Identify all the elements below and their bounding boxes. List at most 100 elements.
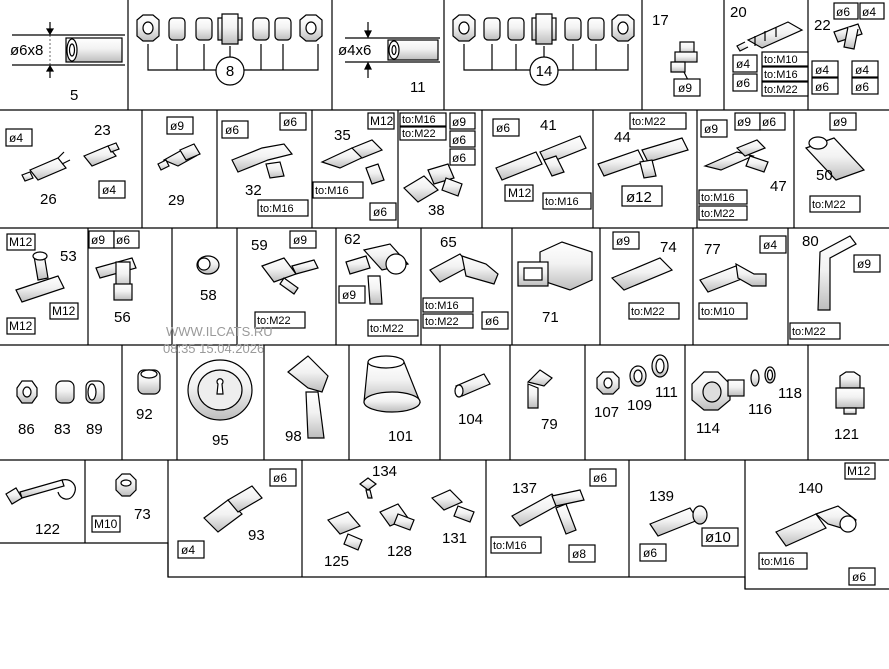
part-38-tag-3: ø6 (452, 133, 466, 147)
part-101-number: 101 (388, 428, 413, 445)
part-62-tag-0: ø9 (342, 288, 356, 302)
part-47-tag-3: to:M16 (701, 192, 735, 204)
part-104-number: 104 (458, 411, 483, 428)
part-121 (835, 371, 865, 415)
part-20 (732, 21, 809, 97)
part-58 (196, 255, 220, 275)
part-137-tag-2: ø8 (572, 547, 586, 561)
part-47-tag-4: to:M22 (701, 208, 735, 220)
part-53-tag-1: M12 (9, 319, 33, 333)
part-98 (287, 355, 329, 439)
part-93-number: 93 (248, 527, 265, 544)
part-79 (526, 369, 553, 409)
part-59-tag-1: to:M22 (257, 315, 291, 327)
part-23-tag-0: ø4 (102, 183, 116, 197)
part-107-number: 107 (594, 404, 619, 421)
part-47-tag-0: ø9 (704, 122, 718, 136)
part-35 (312, 112, 397, 221)
part-38-tag-4: ø6 (452, 151, 466, 165)
part-20-number: 20 (730, 4, 747, 21)
part-17-tag-0: ø9 (678, 81, 692, 95)
part-22-number: 22 (814, 17, 831, 34)
part-22-tag-1: ø4 (862, 5, 876, 19)
part-53-tag-0: M12 (9, 235, 33, 249)
part-35-tag-2: ø6 (373, 205, 387, 219)
part-62 (338, 243, 419, 337)
part-5-dim: ø6x8 (10, 42, 43, 59)
part-125-number: 125 (324, 553, 349, 570)
part-38-tag-0: to:M16 (402, 114, 436, 126)
part-140-tag-1: to:M16 (761, 556, 795, 568)
part-20-tag-0: ø4 (736, 57, 750, 71)
part-8 (136, 13, 323, 86)
part-131-number: 131 (442, 530, 467, 547)
part-139-number: 139 (649, 488, 674, 505)
part-59-number: 59 (251, 237, 268, 254)
part-74-number: 74 (660, 239, 677, 256)
part-44 (597, 112, 689, 207)
part-137 (490, 468, 617, 563)
part-41-tag-2: to:M16 (545, 196, 579, 208)
part-139-tag-1: ø10 (705, 529, 731, 546)
part-73-tag-0: M10 (94, 517, 118, 531)
part-121-number: 121 (834, 426, 859, 443)
part-14-number: 14 (536, 63, 553, 80)
watermark-site: WWW.ILCATS.RU (166, 324, 273, 339)
part-22-tag-2: ø4 (815, 63, 829, 77)
part-122-number: 122 (35, 521, 60, 538)
part-44-number: 44 (614, 129, 631, 146)
part-74-tag-1: to:M22 (631, 306, 665, 318)
part-20-tag-3: to:M16 (764, 69, 798, 81)
part-74-tag-0: ø9 (616, 234, 630, 248)
part-71-number: 71 (542, 309, 559, 326)
part-74 (610, 231, 680, 320)
part-71 (517, 241, 593, 291)
part-22-tag-3: ø6 (815, 80, 829, 94)
grid-lines (0, 0, 889, 590)
part-62-tag-1: to:M22 (370, 323, 404, 335)
part-11 (345, 22, 440, 78)
part-116-number: 116 (748, 401, 772, 418)
part-77-tag-0: ø4 (763, 238, 777, 252)
part-22-tag-4: ø4 (855, 63, 869, 77)
part-32-tag-0: ø6 (225, 123, 239, 137)
part-128-number: 128 (387, 543, 412, 560)
part-53 (6, 233, 79, 335)
part-83-number: 83 (54, 421, 71, 438)
part-65-tag-0: to:M16 (425, 300, 459, 312)
part-32-tag-1: ø6 (283, 115, 297, 129)
part-38 (399, 112, 476, 203)
part-32-tag-2: to:M16 (260, 203, 294, 215)
part-134-number: 134 (372, 463, 397, 480)
part-20-tag-2: to:M10 (764, 54, 798, 66)
part-20-tag-1: ø6 (736, 76, 750, 90)
part-11-number: 11 (410, 79, 426, 96)
part-32-number: 32 (245, 182, 262, 199)
part-23-26 (5, 128, 126, 199)
part-111-number: 111 (655, 384, 678, 401)
part-92-number: 92 (136, 406, 153, 423)
part-56-tag-0: ø9 (91, 233, 105, 247)
part-62-number: 62 (344, 231, 361, 248)
part-114-116-118 (691, 366, 776, 411)
part-122 (5, 479, 76, 505)
part-29-number: 29 (168, 192, 185, 209)
part-38-tag-2: ø9 (452, 115, 466, 129)
part-20-tag-4: to:M22 (764, 84, 798, 96)
part-65-tag-2: ø6 (485, 314, 499, 328)
part-137-tag-1: to:M16 (493, 540, 527, 552)
part-109-number: 109 (627, 397, 652, 414)
part-93-tag-1: ø4 (181, 543, 195, 557)
part-137-tag-0: ø6 (593, 471, 607, 485)
part-50-tag-1: to:M22 (812, 199, 846, 211)
part-92 (137, 369, 161, 395)
part-56 (88, 230, 140, 301)
part-80-tag-0: ø9 (857, 257, 871, 271)
part-98-number: 98 (285, 428, 302, 445)
part-5-number: 5 (70, 87, 78, 104)
part-104 (454, 373, 491, 398)
part-93-tag-0: ø6 (273, 471, 287, 485)
part-17-number: 17 (652, 12, 669, 29)
part-47-tag-2: ø6 (762, 115, 776, 129)
